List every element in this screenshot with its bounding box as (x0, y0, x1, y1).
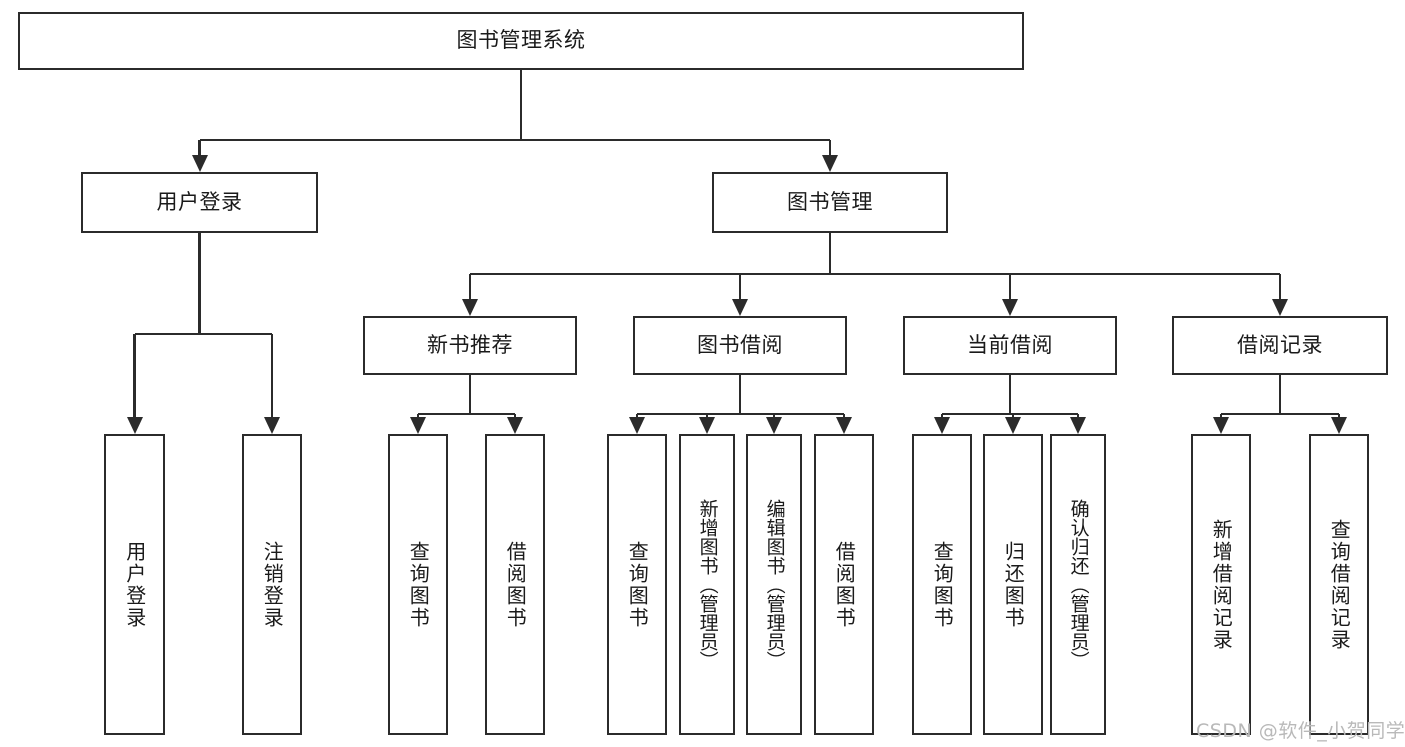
arrowhead-to-current-borrow (1002, 299, 1018, 316)
leaf-borrow-book-2[interactable]: 借阅图书 (814, 434, 874, 735)
leaf-label: 新增图书（管理员） (696, 499, 719, 670)
connector-current-borrow-to-leaf-confirm-return (1076, 414, 1080, 417)
arrowhead-to-leaf-add-borrow-record (1213, 417, 1229, 434)
node-new-book-recommend[interactable]: 新书推荐 (363, 316, 577, 375)
connector-current-borrow-to-leaf-query-book-3 (940, 414, 944, 417)
node-current-borrow[interactable]: 当前借阅 (903, 316, 1117, 375)
leaf-label: 注销登录 (260, 540, 285, 629)
arrowhead-to-leaf-query-book-3 (934, 417, 950, 434)
connector-book-borrow-to-leaf-borrow-book-2 (842, 414, 846, 417)
node-book-borrow[interactable]: 图书借阅 (633, 316, 847, 375)
connector-book-management-bus (470, 272, 1280, 276)
arrowhead-to-leaf-query-book-2 (629, 417, 645, 434)
node-label: 当前借阅 (967, 332, 1053, 357)
connector-root-stem (519, 70, 523, 140)
connector-bm-to-borrow-record (1278, 274, 1282, 299)
leaf-add-borrow-record[interactable]: 新增借阅记录 (1191, 434, 1251, 735)
connector-book-borrow-stem (738, 375, 742, 414)
leaf-return-book[interactable]: 归还图书 (983, 434, 1043, 735)
leaf-label: 查询图书 (625, 540, 650, 629)
connector-borrow-record-stem (1278, 375, 1282, 414)
leaf-label: 编辑图书（管理员） (763, 499, 786, 670)
csdn-watermark: CSDN @软件_小贺同学 (1196, 720, 1405, 742)
leaf-query-book-3[interactable]: 查询图书 (912, 434, 972, 735)
connector-user-login-to-leaf-2 (270, 334, 274, 417)
leaf-label: 查询图书 (930, 540, 955, 629)
connector-book-borrow-to-leaf-query-book-2 (635, 414, 639, 417)
leaf-user-logout[interactable]: 注销登录 (242, 434, 302, 735)
node-borrow-record[interactable]: 借阅记录 (1172, 316, 1388, 375)
leaf-query-borrow-record[interactable]: 查询借阅记录 (1309, 434, 1369, 735)
leaf-borrow-book-1[interactable]: 借阅图书 (485, 434, 545, 735)
leaf-edit-book-admin[interactable]: 编辑图书（管理员） (746, 434, 802, 735)
connector-current-borrow-stem (1008, 375, 1012, 414)
arrowhead-to-book-borrow (732, 299, 748, 316)
arrowhead-to-leaf-add-book-admin (699, 417, 715, 434)
arrowhead-to-leaf-return-book (1005, 417, 1021, 434)
leaf-label: 归还图书 (1001, 540, 1026, 629)
node-label: 图书借阅 (697, 332, 783, 357)
connector-current-borrow-to-leaf-return-book (1011, 414, 1015, 417)
arrowhead-to-leaf-user-logout (264, 417, 280, 434)
connector-user-login-stem (198, 233, 201, 334)
arrowhead-to-borrow-record (1272, 299, 1288, 316)
leaf-confirm-return[interactable]: 确认归还（管理员） (1050, 434, 1106, 735)
connector-book-borrow-to-leaf-edit-book-admin (772, 414, 776, 417)
connector-new-book-recommend-to-leaf-borrow-book-1 (513, 414, 517, 417)
connector-book-borrow-bus (637, 412, 844, 416)
connector-borrow-record-bus (1221, 412, 1339, 416)
connector-current-borrow-bus (942, 412, 1078, 416)
leaf-query-book-1[interactable]: 查询图书 (388, 434, 448, 735)
node-user-login[interactable]: 用户登录 (81, 172, 318, 233)
arrowhead-to-leaf-query-borrow-record (1331, 417, 1347, 434)
connector-root-bus (199, 138, 830, 142)
connector-bm-to-book-borrow (738, 274, 742, 299)
arrowhead-to-leaf-confirm-return (1070, 417, 1086, 434)
node-label: 借阅记录 (1237, 332, 1323, 357)
leaf-label: 借阅图书 (832, 540, 857, 629)
node-label: 图书管理 (787, 189, 873, 214)
arrowhead-to-leaf-edit-book-admin (766, 417, 782, 434)
leaf-label: 新增借阅记录 (1209, 518, 1234, 651)
node-book-management[interactable]: 图书管理 (712, 172, 948, 233)
leaf-label: 用户登录 (122, 540, 147, 629)
arrowhead-to-leaf-borrow-book-2 (836, 417, 852, 434)
leaf-label: 查询图书 (406, 540, 431, 629)
arrowhead-to-book-management (822, 155, 838, 172)
node-label: 新书推荐 (427, 332, 513, 357)
arrowhead-to-leaf-user-login (126, 417, 143, 434)
node-label: 图书管理系统 (456, 28, 586, 53)
connector-user-login-to-leaf-1 (133, 334, 136, 417)
connector-root-to-book-management (828, 140, 832, 155)
connector-root-to-user-login (198, 140, 201, 155)
connector-new-book-recommend-stem (468, 375, 472, 414)
leaf-query-book-2[interactable]: 查询图书 (607, 434, 667, 735)
connector-bm-to-new-book-recommend (468, 274, 472, 299)
arrowhead-to-leaf-borrow-book-1 (507, 417, 523, 434)
arrowhead-to-leaf-query-book-1 (410, 417, 426, 434)
leaf-label: 借阅图书 (503, 540, 528, 629)
connector-book-borrow-to-leaf-add-book-admin (705, 414, 709, 417)
connector-borrow-record-to-leaf-add-borrow-record (1219, 414, 1223, 417)
connector-bm-to-current-borrow (1008, 274, 1012, 299)
connector-new-book-recommend-bus (418, 412, 515, 416)
arrowhead-to-user-login (191, 155, 208, 172)
node-label: 用户登录 (156, 189, 243, 214)
connector-user-login-bus (134, 332, 272, 336)
node-book-management-system[interactable]: 图书管理系统 (18, 12, 1024, 70)
leaf-label: 确认归还（管理员） (1067, 499, 1090, 670)
leaf-label: 查询借阅记录 (1327, 518, 1352, 651)
connector-book-management-stem (828, 233, 832, 274)
leaf-add-book-admin[interactable]: 新增图书（管理员） (679, 434, 735, 735)
leaf-user-login[interactable]: 用户登录 (104, 434, 165, 735)
connector-new-book-recommend-to-leaf-query-book-1 (416, 414, 420, 417)
connector-borrow-record-to-leaf-query-borrow-record (1337, 414, 1341, 417)
arrowhead-to-new-book-recommend (462, 299, 478, 316)
